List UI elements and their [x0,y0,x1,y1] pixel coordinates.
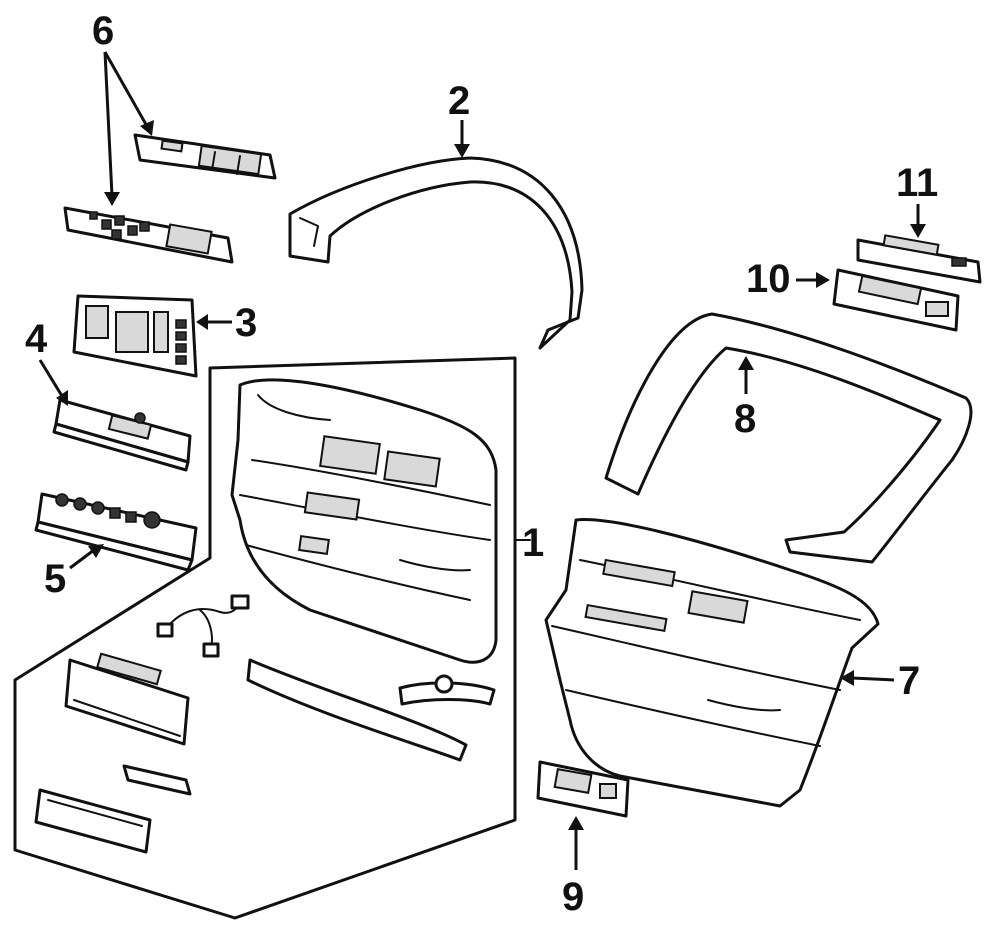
switch-plate-lower [63,206,234,264]
callout-7: 7 [898,659,920,703]
leader-7 [851,676,895,682]
callout-6: 6 [92,9,114,53]
callout-4: 4 [25,317,48,361]
courtesy-lamp-lens [34,788,152,854]
callout-10: 10 [746,257,791,301]
rear-door-garnish-frame [604,312,973,564]
leader-6b [103,51,114,197]
rear-lamp-bezel [536,760,630,818]
switch-assembly [52,398,192,472]
front-door-group-outline [13,356,517,920]
rear-switch-bezel [832,268,960,332]
courtesy-lamp-housing [64,652,190,746]
front-door-armrest-pad [246,658,468,762]
lamp-socket [122,764,192,796]
callout-5: 5 [44,557,66,601]
leader-5 [69,548,95,570]
callout-1: 1 [522,521,544,565]
callout-11: 11 [896,161,938,205]
garnish-molding [288,156,584,350]
switch-bezel [72,294,198,378]
front-door-pull-strap [398,674,496,706]
front-door-trim-panel [230,378,498,664]
callout-3: 3 [235,301,257,345]
wiring-harness [156,594,250,658]
switch-plate-upper [133,133,277,180]
leader-4 [38,359,64,397]
callout-8: 8 [734,397,756,441]
power-window-switch [34,492,198,572]
callout-9: 9 [562,875,584,919]
leader-6a [103,51,150,129]
rear-door-trim-panel [544,518,880,808]
rear-switch-plate-upper [856,234,982,284]
callout-2: 2 [448,79,470,123]
